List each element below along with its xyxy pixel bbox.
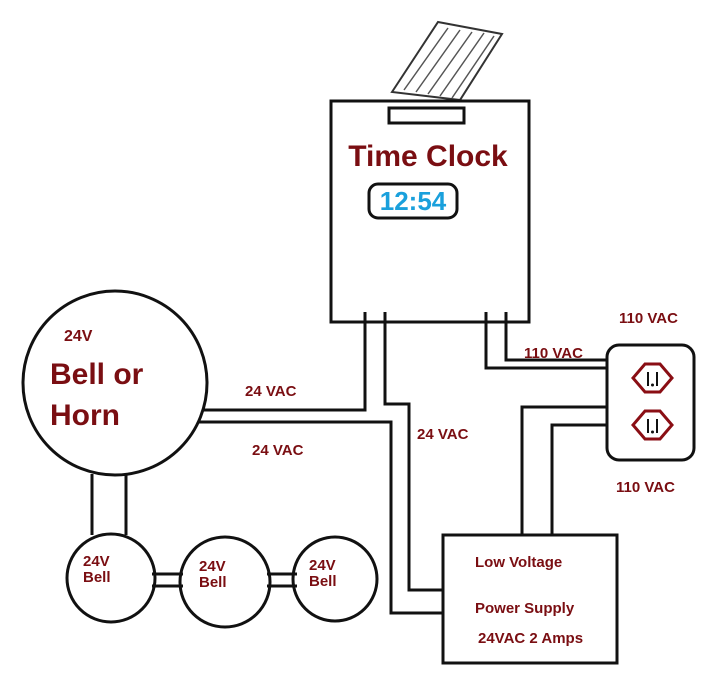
card-slot bbox=[387, 106, 466, 125]
wire-clock-supply-b bbox=[383, 312, 443, 592]
bell-or-horn: 24V Bell or Horn bbox=[21, 289, 209, 477]
clock-display-time: 12:54 bbox=[380, 186, 447, 216]
power-supply-line2: Power Supply bbox=[475, 600, 575, 617]
wire-clock-horn-top bbox=[168, 312, 367, 412]
label-clock-supply: 24 VAC bbox=[417, 426, 469, 443]
bell-3 bbox=[291, 535, 379, 623]
wire-supply-outlet-a bbox=[520, 405, 612, 535]
time-card-icon bbox=[390, 20, 504, 102]
bell-horn-label-line1: Bell or bbox=[50, 358, 144, 391]
bell-2-label: Bell bbox=[199, 574, 227, 591]
time-clock-title: Time Clock bbox=[348, 140, 508, 173]
outlet-receptacle-bottom-icon bbox=[631, 409, 674, 441]
label-horn-top: 24 VAC bbox=[245, 383, 297, 400]
bell-horn-label-line2: Horn bbox=[50, 399, 120, 432]
label-outlet-bottom: 110 VAC bbox=[616, 479, 675, 496]
power-supply-line3: 24VAC 2 Amps bbox=[478, 630, 583, 647]
clock-display bbox=[367, 182, 459, 220]
bell-1-voltage: 24V bbox=[83, 553, 110, 570]
label-clock-outlet: 110 VAC bbox=[524, 345, 583, 362]
bell-1 bbox=[65, 532, 157, 624]
wire-supply-outlet-b bbox=[550, 423, 612, 535]
wall-outlet bbox=[605, 343, 696, 462]
outlet-receptacle-top-icon bbox=[631, 362, 674, 394]
wire-clock-outlet-b bbox=[504, 312, 612, 362]
label-horn-bottom: 24 VAC bbox=[252, 442, 304, 459]
time-clock: Time Clock 12:54 bbox=[329, 99, 531, 324]
bell-2 bbox=[178, 535, 272, 629]
wire-clock-outlet-a bbox=[484, 312, 612, 370]
bell-1-label: Bell bbox=[83, 569, 111, 586]
bell-horn-voltage: 24V bbox=[64, 328, 93, 345]
power-supply-line1: Low Voltage bbox=[475, 554, 562, 571]
bell-3-label: Bell bbox=[309, 573, 337, 590]
label-outlet-top: 110 VAC bbox=[619, 310, 678, 327]
wire-clock-supply-a bbox=[170, 420, 443, 615]
bell-3-voltage: 24V bbox=[309, 557, 336, 574]
bell-2-voltage: 24V bbox=[199, 558, 226, 575]
power-supply: Low Voltage Power Supply 24VAC 2 Amps bbox=[441, 533, 619, 665]
